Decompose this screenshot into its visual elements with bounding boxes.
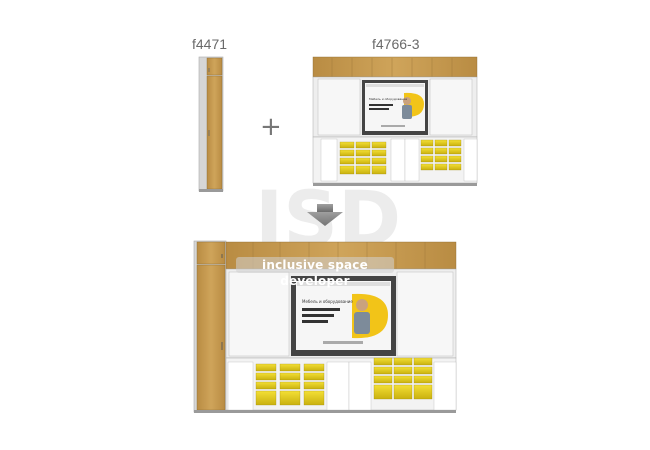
- down-arrow-icon: [307, 204, 343, 226]
- screen-large-heading: Мебель и оборудование: [302, 299, 353, 304]
- watermark-tagline: inclusive space developer: [236, 257, 394, 288]
- product-code-f4471: f4471: [192, 36, 228, 52]
- cabinet-f4471: [198, 56, 224, 192]
- product-code-f4766-3: f4766-3: [372, 36, 420, 52]
- plus-sign: +: [260, 112, 282, 142]
- screen-small-heading: Мебель и оборудование: [369, 97, 407, 101]
- wall-unit-f4766-3: Мебель и оборудование: [312, 56, 478, 186]
- combined-assembly: Мебель и оборудование: [193, 240, 457, 413]
